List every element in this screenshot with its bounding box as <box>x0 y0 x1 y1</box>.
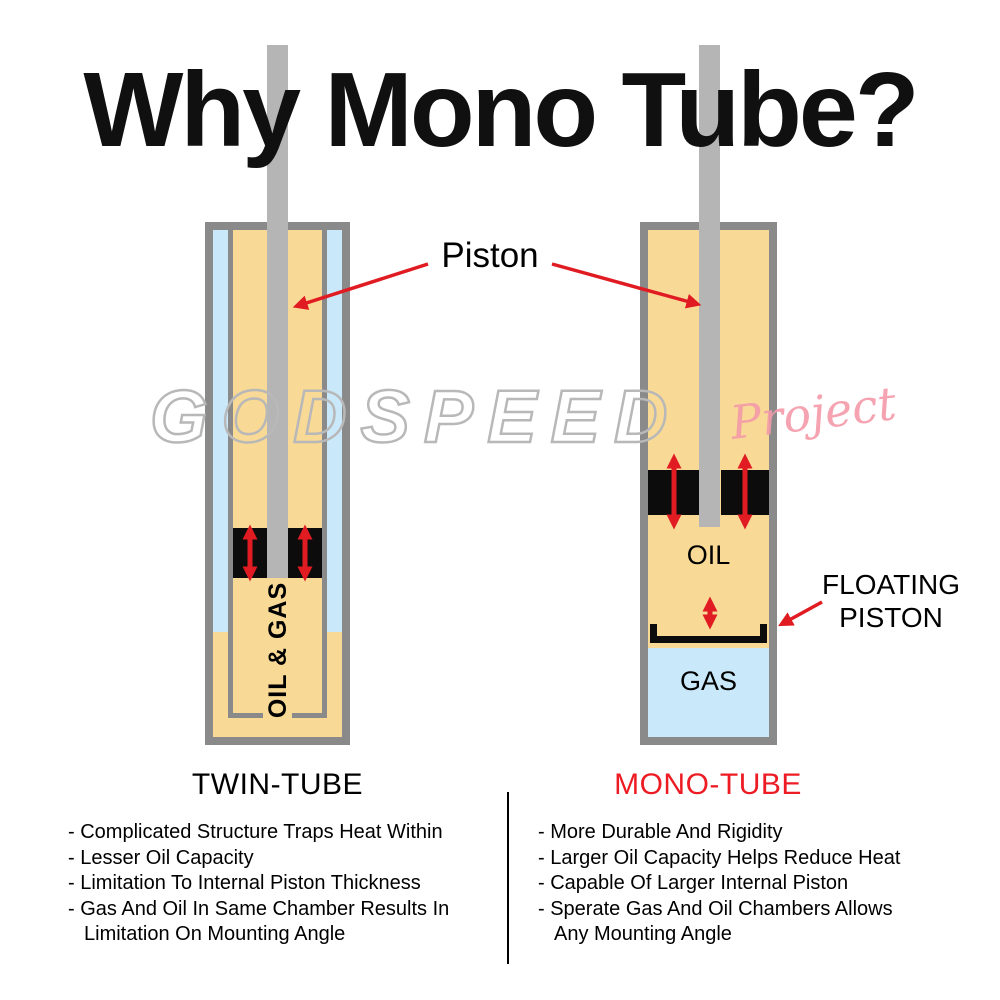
list-item: - Limitation To Internal Piston Thicknes… <box>68 872 421 894</box>
list-divider-line <box>507 792 509 964</box>
twin-outer-chamber-right <box>327 230 342 632</box>
floating-piston-bar <box>650 636 767 643</box>
list-item: - Capable Of Larger Internal Piston <box>538 872 849 894</box>
piston-rod-twin <box>267 45 288 578</box>
oil-label: OIL <box>686 540 731 570</box>
mono-piston-left-half <box>648 470 699 515</box>
twin-inner-bottom-right <box>292 713 327 718</box>
gas-label: GAS <box>679 666 738 696</box>
list-item: - Lesser Oil Capacity <box>68 846 254 869</box>
list-item: - Complicated Structure Traps Heat Withi… <box>68 821 443 843</box>
floating-piston-edge-left <box>650 624 657 638</box>
twin-piston-left-half <box>233 528 267 578</box>
list-item: - More Durable And Rigidity <box>538 821 783 843</box>
list-item: - Sperate Gas And Oil Chambers Allows <box>538 897 893 920</box>
floating-piston-label: FLOATING PISTON <box>822 569 960 633</box>
piston-callout-label: Piston <box>441 236 539 275</box>
watermark-godspeed: GODSPEED <box>149 374 682 460</box>
mono-tube-list: - More Durable And Rigidity - Larger Oil… <box>538 820 900 948</box>
twin-piston-right-half <box>288 528 322 578</box>
mono-piston-right-half <box>721 470 769 515</box>
list-item-continuation: Limitation On Mounting Angle <box>84 923 346 945</box>
twin-tube-caption: TWIN-TUBE <box>191 768 364 801</box>
twin-tube-list: - Complicated Structure Traps Heat Withi… <box>68 820 449 948</box>
piston-rod-mono <box>699 45 720 527</box>
page-title: Why Mono Tube? <box>83 51 919 169</box>
twin-inner-bottom-left <box>228 713 263 718</box>
mono-gas-chamber <box>648 648 769 737</box>
twin-inner-wall-right <box>322 230 327 718</box>
mono-tube-caption: MONO-TUBE <box>614 768 802 801</box>
list-item: - Larger Oil Capacity Helps Reduce Heat <box>538 846 901 869</box>
twin-outer-chamber-left <box>213 230 228 632</box>
oil-and-gas-label: OIL & GAS <box>264 581 292 719</box>
twin-inner-wall-left <box>228 230 233 718</box>
list-item-continuation: Any Mounting Angle <box>554 923 732 945</box>
floating-piston-edge-right <box>760 624 767 638</box>
list-item: - Gas And Oil In Same Chamber Results In <box>68 897 450 920</box>
